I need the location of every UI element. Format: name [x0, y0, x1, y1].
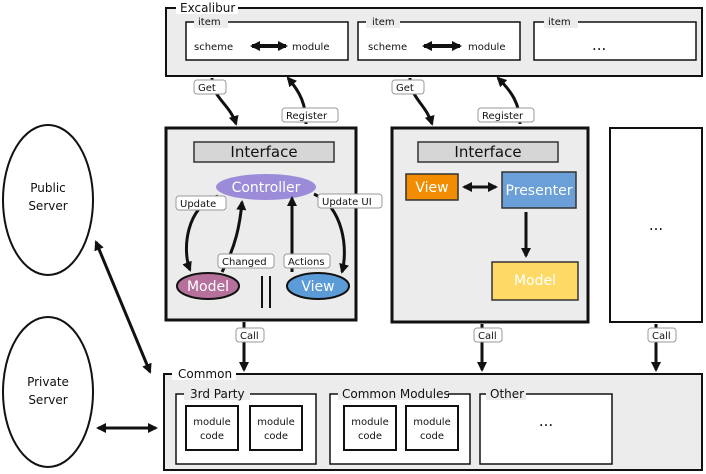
private-server-line1: Private	[27, 375, 69, 389]
other-group: Other ...	[479, 387, 613, 465]
call-label-2: Call	[478, 331, 497, 342]
mvp-box: Interface View Presenter Model	[390, 126, 590, 324]
scheme-label: scheme	[368, 42, 407, 53]
changed-label: Changed	[222, 257, 267, 268]
get-register-middle: Get Register	[391, 76, 535, 126]
register-label-middle: Register	[482, 111, 524, 122]
common-title: Common	[178, 367, 232, 381]
mvc-model-label: Model	[187, 279, 229, 295]
module-label: module	[468, 42, 505, 53]
actions-label: Actions	[288, 257, 325, 268]
controller-label: Controller	[232, 180, 301, 196]
public-server-line1: Public	[30, 181, 66, 195]
module-code-line1: module	[351, 417, 388, 428]
ellipsis: ...	[592, 36, 606, 54]
get-label-middle: Get	[396, 83, 414, 94]
common-container: Common 3rd Party module code module code…	[163, 367, 703, 471]
excalibur-item-2: item scheme module	[357, 16, 521, 61]
module-code-line2: code	[420, 431, 444, 442]
third-box-ellipsis: ...	[649, 216, 663, 234]
mvc-box: Interface Controller Model View Update C…	[164, 126, 383, 322]
mvp-model-label: Model	[514, 273, 556, 289]
module-code-line1: module	[193, 417, 230, 428]
excalibur-item-3: item ...	[533, 16, 697, 61]
update-label: Update	[180, 199, 216, 210]
item-label: item	[548, 17, 571, 28]
module-label: module	[292, 42, 329, 53]
mvc-view-label: View	[301, 279, 334, 295]
excalibur-item-1: item scheme module	[185, 16, 349, 61]
mvp-view-label: View	[415, 180, 448, 196]
update-ui-label: Update UI	[322, 197, 372, 208]
item-label: item	[198, 17, 221, 28]
call-label-3: Call	[652, 331, 671, 342]
other-ellipsis: ...	[539, 412, 553, 430]
item-label: item	[372, 17, 395, 28]
module-code-line1: module	[257, 417, 294, 428]
common-modules-group: Common Modules module code module code	[329, 387, 471, 465]
private-server: Private Server	[2, 316, 94, 468]
module-code-line2: code	[358, 431, 382, 442]
call-arrows: Call Call Call	[235, 322, 677, 372]
public-server-common-arrow	[94, 240, 152, 374]
module-code-line1: module	[413, 417, 450, 428]
public-server-line2: Server	[28, 199, 67, 213]
register-label-left: Register	[286, 111, 328, 122]
call-label-1: Call	[240, 331, 259, 342]
presenter-label: Presenter	[506, 183, 573, 199]
module-code-line2: code	[200, 431, 224, 442]
other-title: Other	[490, 387, 524, 401]
module-code-line2: code	[264, 431, 288, 442]
third-party-group: 3rd Party module code module code	[175, 387, 317, 465]
common-modules-title: Common Modules	[342, 387, 450, 401]
excalibur-container: Excalibur item scheme module item scheme…	[165, 1, 703, 77]
get-register-left: Get Register	[193, 76, 339, 126]
mvp-interface-label: Interface	[454, 143, 521, 161]
excalibur-title: Excalibur	[180, 1, 235, 15]
public-server: Public Server	[2, 124, 94, 276]
third-party-title: 3rd Party	[190, 387, 245, 401]
get-label-left: Get	[198, 83, 216, 94]
private-server-line2: Server	[28, 393, 67, 407]
mvc-interface-label: Interface	[230, 143, 297, 161]
scheme-label: scheme	[194, 42, 233, 53]
third-box: ...	[609, 127, 703, 323]
